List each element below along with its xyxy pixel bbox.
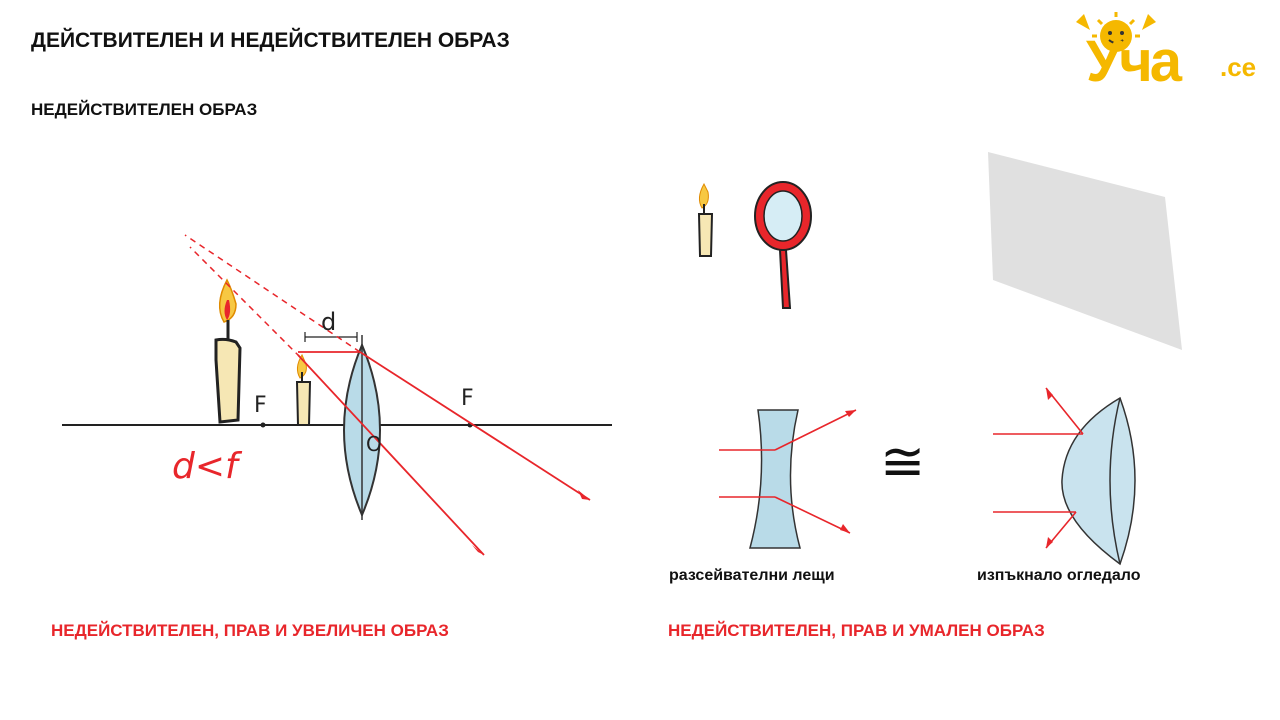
right-caption: НЕДЕЙСТВИТЕЛЕН, ПРАВ И УМАЛЕН ОБРАЗ xyxy=(668,621,1045,640)
focus-left-label: F xyxy=(254,393,267,418)
diverging-lens-label: разсейвателни лещи xyxy=(669,567,835,584)
left-caption: НЕДЕЙСТВИТЕЛЕН, ПРАВ И УВЕЛИЧЕН ОБРАЗ xyxy=(51,621,449,640)
diverging-lens xyxy=(749,409,801,549)
ucha-logo[interactable]: Уча .ce xyxy=(1068,8,1268,98)
sun-icon xyxy=(1076,12,1156,52)
virtual-image-candle xyxy=(214,278,242,424)
convex-mirror-label: изпъкнало огледало xyxy=(977,567,1141,584)
screen-icon xyxy=(988,152,1182,350)
convex-mirror xyxy=(1061,396,1136,566)
condition-label: d<f xyxy=(172,446,238,487)
magnifying-glass-icon xyxy=(754,181,812,309)
logo-text: Уча xyxy=(1086,29,1182,94)
distance-label: d xyxy=(321,308,337,336)
logo-suffix: .ce xyxy=(1220,52,1257,82)
candle-icon xyxy=(697,182,714,257)
focus-right-label: F xyxy=(461,386,474,411)
equivalence-symbol: ≅ xyxy=(880,430,926,493)
center-label: O xyxy=(366,432,382,456)
section-subtitle: НЕДЕЙСТВИТЕЛЕН ОБРАЗ xyxy=(31,100,258,119)
page-title: ДЕЙСТВИТЕЛЕН И НЕДЕЙСТВИТЕЛЕН ОБРАЗ xyxy=(31,29,510,52)
